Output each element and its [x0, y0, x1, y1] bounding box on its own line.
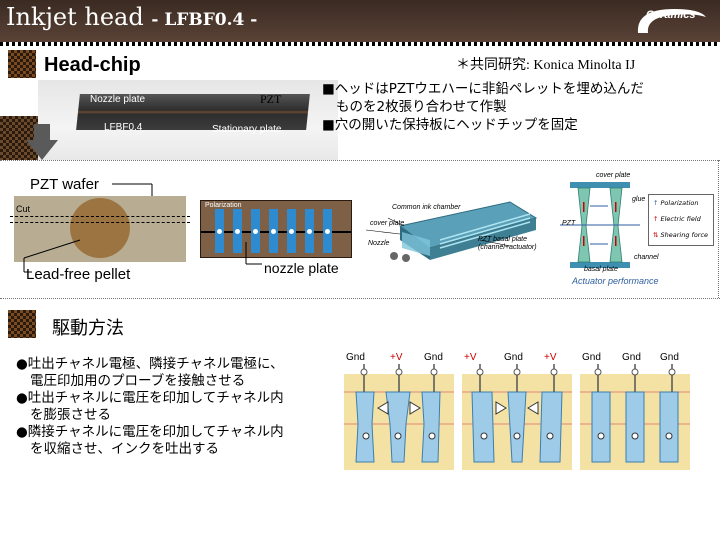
cut-line-2	[10, 222, 190, 223]
label-pzt-basal-sub: (channel+actuator)	[478, 244, 537, 251]
polar-dot	[217, 229, 222, 234]
label-act-pzt: PZT	[562, 220, 576, 227]
drive-panel-1: Gnd +V Gnd	[344, 352, 454, 472]
legend-arrow-icon: ⇅	[653, 231, 661, 239]
label-nozzle: Nozzle	[368, 240, 390, 247]
polar-dot	[307, 229, 312, 234]
label-pzt-basal-plate: PZT basal plate	[478, 236, 528, 243]
polar-dot	[325, 229, 330, 234]
bullet-1: ■ヘッドはPZTウエハーに非鉛ペレットを埋め込んだ	[322, 81, 644, 97]
label-act-channel: channel	[634, 254, 659, 261]
panel-label: Gnd	[346, 352, 365, 363]
label-nozzle-plate: nozzle plate	[264, 260, 339, 276]
divider-right	[718, 160, 719, 298]
legend-polarization: Polarization	[660, 199, 699, 207]
ink-chamber-diagram	[365, 201, 538, 262]
photo-label-nozzle-plate: Nozzle plate	[90, 94, 146, 105]
panel-label: Gnd	[622, 352, 641, 363]
section-drive-title: 駆動方法	[52, 318, 124, 339]
panel-label: Gnd	[504, 352, 523, 363]
arrow-down-icon	[26, 140, 58, 160]
drive-panel-3: Gnd Gnd Gnd	[580, 352, 690, 472]
nozzle-pointer-icon	[245, 242, 262, 265]
drive-bullet-3: ●隣接チャネルに電圧を印加してチャネル内	[16, 424, 284, 440]
panel-label: Gnd	[582, 352, 601, 363]
slide-title-sub: - LFBF0.4 -	[151, 10, 258, 30]
polarization-diagram: Polarization	[200, 200, 352, 258]
title-stripes	[0, 42, 720, 46]
section-head-chip-title: Head-chip	[44, 54, 141, 76]
logo-text: Ceramics	[646, 9, 696, 21]
panel-label: Gnd	[660, 352, 679, 363]
label-polarization: Polarization	[205, 202, 242, 209]
divider-top	[0, 160, 720, 161]
head-chip-photo: Nozzle plate PZT LFBF0.4 Stationary plat…	[38, 80, 338, 160]
bullet-2: ■穴の開いた保持板にヘッドチップを固定	[322, 117, 578, 133]
polar-dot	[253, 229, 258, 234]
drive-bullet-3-cont: を収縮させ、インクを吐出する	[30, 441, 219, 457]
panel-label: +V	[544, 352, 557, 363]
label-cut: Cut	[16, 204, 31, 214]
label-act-basal-plate: basal plate	[584, 266, 618, 273]
title-bar: Inkjet head - LFBF0.4 - Ceramics	[0, 0, 720, 42]
ceramics-logo: Ceramics	[634, 3, 710, 39]
cut-line	[10, 216, 190, 217]
panel-label: +V	[390, 352, 403, 363]
label-lead-free-pellet: Lead-free pellet	[26, 266, 131, 283]
label-act-glue: glue	[632, 196, 646, 203]
collaboration-note: ＊共同研究: Konica Minolta IJ	[456, 58, 636, 73]
panel-label: +V	[464, 352, 477, 363]
checker-icon	[8, 310, 36, 338]
pzt-wafer	[14, 196, 186, 262]
polar-dot	[289, 229, 294, 234]
drive-bullet-1-cont: 電圧印加用のプローブを接触させる	[30, 373, 246, 389]
actuator-diagram	[560, 182, 640, 268]
checker-icon	[8, 50, 36, 78]
pellet-pointer-icon	[23, 239, 81, 273]
slide-title-main: Inkjet head	[6, 3, 144, 31]
polar-dot	[235, 229, 240, 234]
bullet-1-cont: ものを2枚張り合わせて作製	[336, 99, 507, 115]
drive-panel-2: +V Gnd +V	[462, 352, 572, 472]
label-cover-plate: cover plate	[370, 220, 405, 227]
label-actuator-performance: Actuator performance	[572, 276, 659, 286]
photo-label-pzt: PZT	[260, 92, 282, 106]
photo-label-model: LFBF0.4	[104, 122, 143, 133]
label-common-ink-chamber: Common ink chamber	[392, 204, 461, 211]
lead-free-pellet	[70, 198, 130, 258]
legend-arrow-icon: ↑	[653, 199, 661, 207]
logo-swoosh-icon	[637, 9, 706, 33]
panel-label: Gnd	[424, 352, 443, 363]
legend-arrow-icon: ↑	[653, 215, 661, 223]
slide-title: Inkjet head - LFBF0.4 -	[6, 3, 257, 31]
legend-electric-field: Electric field	[660, 215, 701, 223]
label-act-cover-plate: cover plate	[596, 172, 631, 179]
divider-middle	[0, 298, 720, 299]
drive-method-bullets: ●吐出チャネル電極、隣接チャネル電極に、 電圧印加用のプローブを接触させる ●吐…	[16, 356, 284, 458]
arrow-down-stem	[34, 124, 50, 142]
legend-shearing-force: Shearing force	[660, 231, 709, 239]
drive-bullet-1: ●吐出チャネル電極、隣接チャネル電極に、	[16, 356, 284, 372]
polar-dot	[271, 229, 276, 234]
head-chip-bullets: ■ヘッドはPZTウエハーに非鉛ペレットを埋め込んだ ものを2枚張り合わせて作製 …	[322, 80, 714, 134]
label-pzt-wafer: PZT wafer	[30, 176, 99, 193]
drive-bullet-2-cont: を膨張させる	[30, 407, 111, 423]
photo-label-stationary-plate: Stationary plate	[212, 124, 282, 135]
actuator-legend: ↑ Polarization ↑ Electric field ⇅ Sheari…	[648, 194, 714, 246]
drive-bullet-2: ●吐出チャネルに電圧を印加してチャネル内	[16, 390, 284, 406]
